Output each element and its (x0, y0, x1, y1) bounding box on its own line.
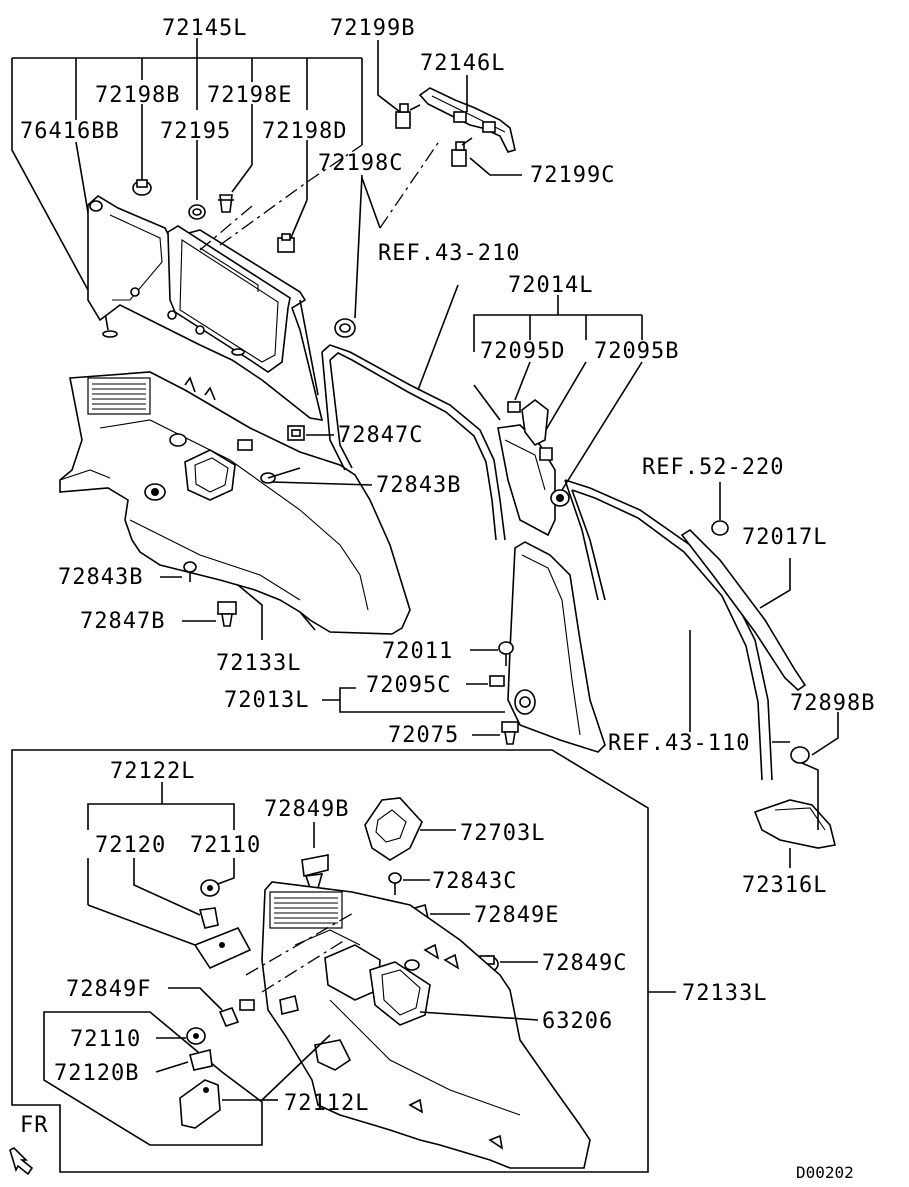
clip-72198B-icon (132, 179, 152, 196)
label-72095D: 72095D (480, 339, 565, 364)
label-72145L: 72145L (162, 16, 247, 41)
clip-72198E-icon (218, 194, 234, 213)
label-63206: 63206 (542, 1009, 613, 1034)
label-72112L: 72112L (284, 1091, 369, 1116)
trim-72112L (179, 1034, 331, 1129)
detail-sub-box (43, 1011, 263, 1146)
label-72014L: 72014L (508, 273, 593, 298)
screw-72199B-icon (377, 40, 421, 129)
label-72847B: 72847B (80, 609, 165, 634)
clip-72095C-icon (466, 675, 505, 687)
trim-strip-72017L (680, 528, 807, 692)
clip-72849B-icon (301, 822, 329, 889)
screw-72011-icon (470, 641, 514, 666)
label-72849C: 72849C (542, 951, 627, 976)
clip-72847C-icon (287, 425, 334, 441)
clip-72898B-icon (790, 712, 839, 764)
clip-76416BB-icon (89, 200, 103, 212)
clip-72120B-icon (155, 1049, 213, 1073)
screw-72843B-icon-b (160, 561, 197, 582)
upper-quarter-trim-72145L (11, 38, 363, 421)
detail-box (11, 749, 649, 1173)
label-72110-a: 72110 (190, 833, 261, 858)
label-72199C: 72199C (530, 163, 615, 188)
diagram-code: D00202 (796, 1163, 854, 1182)
label-72849F: 72849F (66, 977, 151, 1002)
label-72843C: 72843C (432, 869, 517, 894)
weatherstrip-ref-43-210 (321, 284, 506, 541)
label-ref-43-210: REF.43-210 (378, 241, 520, 266)
pillar-trim-72014L (473, 295, 643, 537)
label-72075: 72075 (388, 723, 459, 748)
front-arrow-icon (9, 1147, 34, 1176)
cup-holder-72703L (364, 797, 456, 861)
label-72122L: 72122L (110, 759, 195, 784)
label-72095B: 72095B (594, 339, 679, 364)
label-72195: 72195 (160, 119, 231, 144)
label-72843B-a: 72843B (376, 473, 461, 498)
label-72198C: 72198C (318, 151, 403, 176)
label-ref-52-220: REF.52-220 (642, 455, 784, 480)
label-72120B: 72120B (54, 1061, 139, 1086)
clip-72110-icon-b (156, 1027, 206, 1045)
label-76416BB: 76416BB (20, 119, 120, 144)
label-72095C: 72095C (366, 673, 451, 698)
lower-pillar-trim-72013L (507, 541, 606, 753)
label-72316L: 72316L (742, 873, 827, 898)
lower-quarter-trim-detail (239, 881, 591, 1169)
label-ref-43-110: REF.43-110 (608, 731, 750, 756)
trim-72316L (753, 759, 836, 868)
bracket-72146L (418, 75, 516, 153)
label-72017L: 72017L (742, 525, 827, 550)
label-72703L: 72703L (460, 821, 545, 846)
screw-72199C-icon (451, 137, 522, 176)
label-72849B: 72849B (264, 797, 349, 822)
lower-quarter-trim-72133L (59, 371, 411, 635)
label-fr: FR (20, 1113, 49, 1138)
clip-72849F-icon (168, 987, 240, 1027)
label-72133L-top: 72133L (216, 651, 301, 676)
label-72133L-box: 72133L (682, 981, 767, 1006)
label-72198B: 72198B (95, 83, 180, 108)
label-72011: 72011 (382, 639, 453, 664)
clip-72198C-icon (334, 318, 356, 338)
clip-72195-icon (188, 204, 206, 220)
label-72120: 72120 (95, 833, 166, 858)
screw-72843B-icon-a (260, 467, 373, 486)
label-72198E: 72198E (207, 83, 292, 108)
clip-72075-icon (472, 721, 519, 745)
label-72110-b: 72110 (70, 1027, 141, 1052)
fastener-group-72122L (87, 782, 252, 970)
label-72849E: 72849E (474, 903, 559, 928)
label-72898B: 72898B (790, 691, 875, 716)
label-72198D: 72198D (262, 119, 347, 144)
clip-72847B-icon (182, 601, 237, 627)
clip-72198D-icon (277, 233, 295, 253)
label-72843B-b: 72843B (58, 565, 143, 590)
screw-72843C-icon (388, 872, 430, 895)
label-72199B: 72199B (330, 16, 415, 41)
label-72146L: 72146L (420, 51, 505, 76)
label-72013L: 72013L (224, 688, 309, 713)
label-72847C: 72847C (338, 423, 423, 448)
